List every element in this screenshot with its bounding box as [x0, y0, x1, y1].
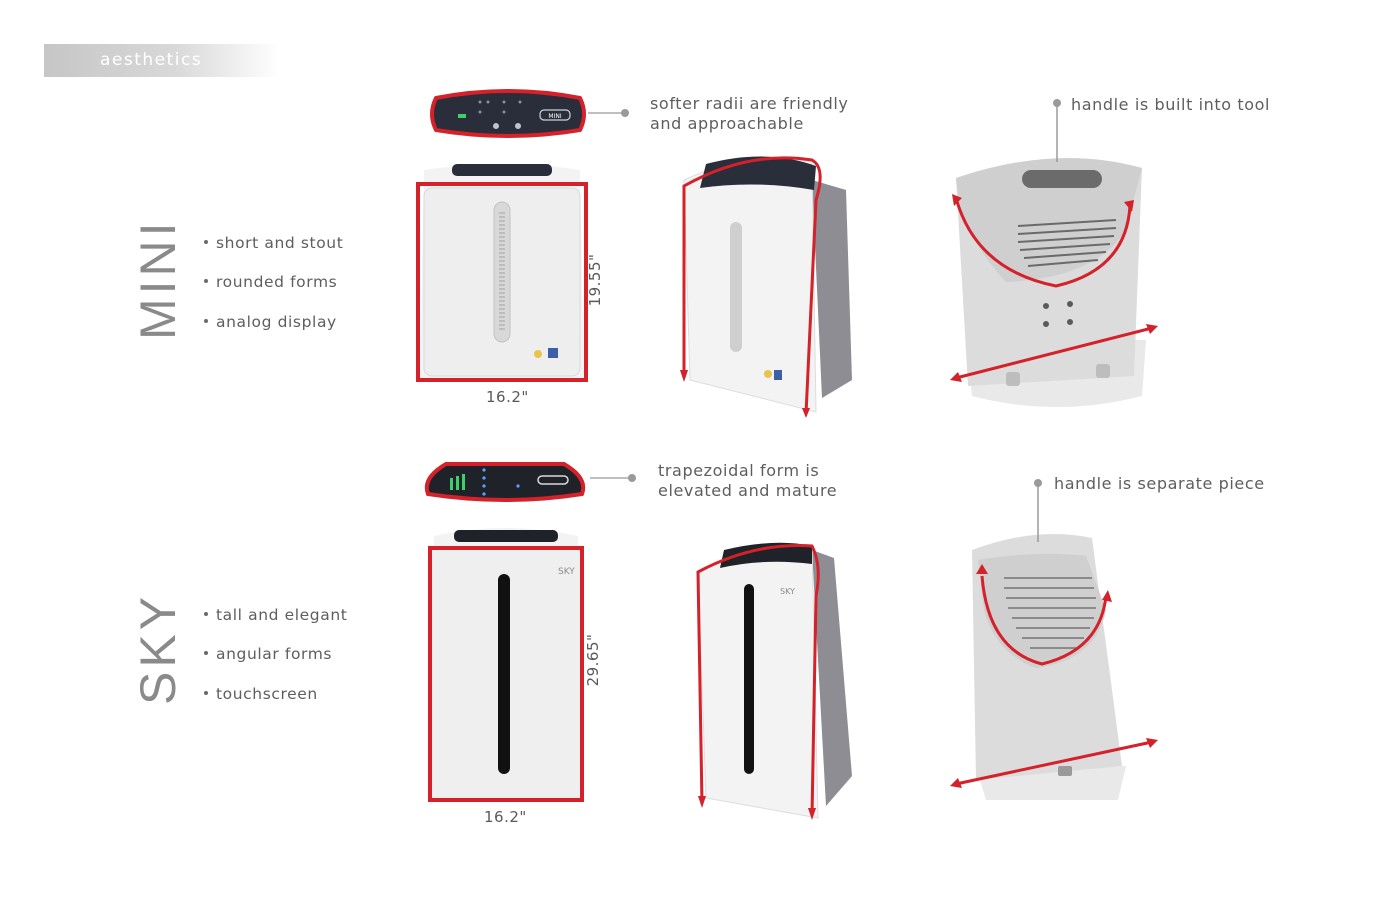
section-title: aesthetics [100, 50, 203, 70]
section-header-tab: aesthetics [44, 44, 280, 77]
sky-front-view-image: SKY [428, 528, 584, 802]
sky-perspective-view-image: SKY [696, 542, 852, 820]
bullet-dot [204, 239, 208, 244]
sky-model-label: SKY [130, 592, 186, 705]
sky-trait-2: angular forms [204, 645, 332, 663]
mini-trait-2: rounded forms [204, 273, 337, 291]
mini-rear-view-image [950, 158, 1158, 407]
bullet-dot [204, 611, 208, 616]
bullet-dot [204, 650, 208, 655]
mini-badge-text: MINI [548, 113, 561, 120]
sky-perspective-brand-text: SKY [780, 587, 795, 596]
mini-handle-callout: handle is built into tool [1071, 95, 1271, 114]
sky-handle-callout: handle is separate piece [1054, 474, 1265, 493]
sky-rear-view-image [950, 534, 1158, 800]
mini-model-label: MINI [130, 218, 186, 340]
mini-panel-callout: softer radii are friendly and approachab… [650, 94, 849, 133]
sky-handle-leader-line [1034, 479, 1042, 542]
mini-width-dimension: 16.2" [486, 388, 529, 406]
mini-handle-leader-line [1053, 99, 1061, 162]
sky-width-dimension: 16.2" [484, 808, 527, 826]
bullet-dot [204, 690, 208, 695]
mini-trait-3: analog display [204, 313, 337, 331]
bullet-dot [204, 318, 208, 323]
mini-front-view-image [416, 164, 588, 382]
sky-height-dimension: 29.65" [584, 633, 602, 687]
bullet-dot [204, 278, 208, 283]
sky-trait-1: tall and elegant [204, 606, 347, 624]
mini-perspective-view-image [680, 156, 852, 418]
sky-control-panel-image [424, 462, 586, 502]
sky-brand-text: SKY [558, 567, 575, 577]
mini-control-panel-image: MINI [430, 89, 586, 138]
sky-trait-3: touchscreen [204, 685, 318, 703]
sky-panel-leader-line [590, 474, 636, 482]
mini-height-dimension: 19.55" [586, 253, 604, 307]
mini-panel-leader-line [588, 109, 629, 117]
mini-trait-1: short and stout [204, 234, 343, 252]
sky-panel-callout: trapezoidal form is elevated and mature [658, 461, 838, 500]
